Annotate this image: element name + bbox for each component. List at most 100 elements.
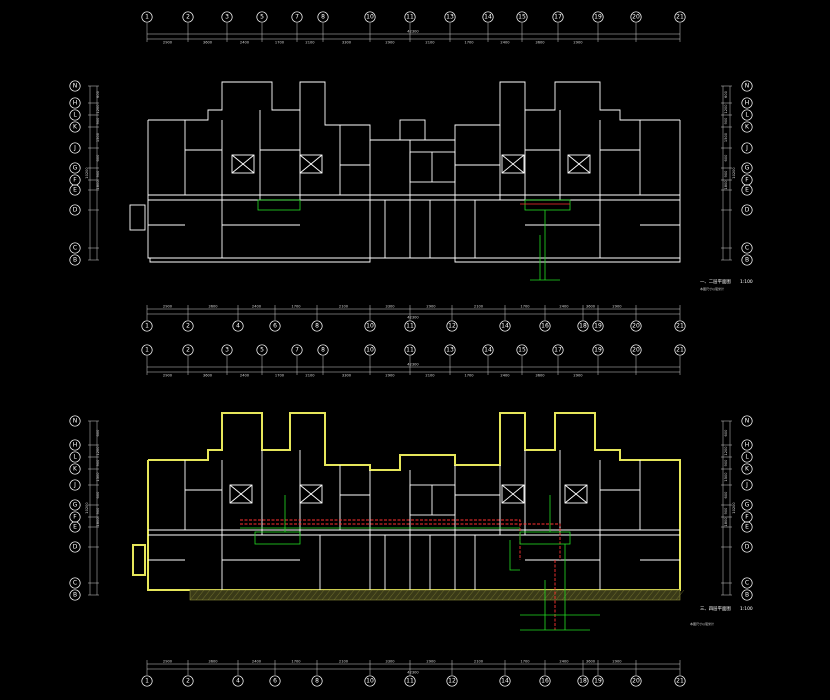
p2-axis-right-bubble-J: J	[741, 479, 753, 491]
p1-dim-side-text: 1500	[96, 132, 100, 142]
p1-axis-top-bubble-21: 21	[674, 11, 686, 23]
p2-axis-bottom-bubble-label: 19	[594, 678, 602, 685]
p2-axis-bottom-bubble-11: 11	[404, 675, 416, 687]
p1-axis-bottom-bubble-19: 19	[592, 320, 604, 332]
p2-axis-left-bubble-J: J	[69, 479, 81, 491]
p1-axis-bottom-bubble-label: 16	[541, 323, 549, 330]
p1-axis-left-bubble-label: J	[73, 145, 76, 152]
p2-axis-right-bubble-B: B	[741, 589, 753, 601]
p1-axis-left-bubble-E: E	[69, 184, 81, 196]
p1-axis-top-bubble-3: 3	[221, 11, 233, 23]
p1-axis-bottom-bubble-10: 10	[364, 320, 376, 332]
p2-axis-bottom-bubble-label: 14	[501, 678, 509, 685]
p1-axis-left-bubble-label: C	[73, 245, 77, 252]
p2-axis-bottom-bubble-label: 21	[676, 678, 684, 685]
p2-axis-right-bubble-label: N	[745, 418, 750, 425]
p1-axis-top-bubble-15: 15	[516, 11, 528, 23]
p1-axis-bottom-bubble-label: 2	[186, 323, 190, 330]
p1-axis-bottom-bubble-label: 21	[676, 323, 684, 330]
walls-plan2	[148, 450, 680, 590]
p2-axis-left-bubble-label: J	[73, 482, 76, 489]
p1-axis-bottom-bubble-label: 1	[145, 323, 149, 330]
p2-dim-bottom-text: 3600	[586, 660, 596, 664]
p2-dim-side-text-right: 600	[724, 429, 728, 437]
p1-axis-top-bubble-label: 20	[632, 14, 640, 21]
p1-dim-side-text-right: 600	[724, 90, 728, 98]
p2-axis-right-bubble-K: K	[741, 463, 753, 475]
p1-dim-side-text-right: 600	[724, 154, 728, 162]
p1-axis-left-bubble-C: C	[69, 242, 81, 254]
p2-axis-right-bubble-label: B	[745, 592, 749, 599]
hatch-lines-plan2	[189, 589, 685, 601]
green-pipe-plan1	[257, 199, 571, 281]
p2-dim-bottom-text: 2400	[252, 660, 262, 664]
p1-dim-bottom-text: 2900	[612, 305, 622, 309]
p2-axis-top-bubble-label: 13	[446, 347, 454, 354]
p1-axis-left-bubble-F: F	[69, 174, 81, 186]
p1-dim-top-text: 3300	[342, 41, 352, 45]
p2-axis-right-bubble-label: L	[745, 454, 749, 461]
p2-axis-bottom-bubble-label: 8	[315, 678, 319, 685]
highlight-walls-plan2	[132, 412, 681, 591]
p1-axis-left-bubble-K: K	[69, 121, 81, 133]
p2-axis-bottom-bubble-8: 8	[311, 675, 323, 687]
p1-dim-side-text: 900	[96, 117, 100, 125]
p1-axis-bottom-bubble-12: 12	[446, 320, 458, 332]
p1-dim-top-text: 2100	[425, 41, 435, 45]
p2-axis-right-bubble-C: C	[741, 577, 753, 589]
p1-dim-bottom-text: 2400	[559, 305, 569, 309]
p1-axis-left-bubble-label: K	[73, 124, 78, 131]
p2-axis-top-bubble-label: 19	[594, 347, 602, 354]
p1-axis-right-bubble-F: F	[741, 174, 753, 186]
p1-dim-top-text: 2100	[305, 41, 315, 45]
p2-axis-top-bubble-label: 10	[366, 347, 374, 354]
p2-axis-left-bubble-N: N	[69, 415, 81, 427]
p2-axis-bottom-bubble-12: 12	[446, 675, 458, 687]
p1-axis-bottom-bubble-4: 4	[232, 320, 244, 332]
p1-axis-bottom-bubble-2: 2	[182, 320, 194, 332]
p1-axis-top-bubble-label: 3	[225, 14, 229, 21]
p2-dim-bottom-text: 2900	[426, 660, 436, 664]
p1-dim-top-text: 2400	[500, 41, 510, 45]
p2-axis-top-bubble-label: 21	[676, 347, 684, 354]
p1-dim-side-text: 1200	[96, 104, 100, 114]
p2-axis-top-bubble-13: 13	[444, 344, 456, 356]
p2-axis-top-bubble-label: 3	[225, 347, 229, 354]
p2-axis-top-bubble-label: 5	[260, 347, 264, 354]
p1-axis-bottom-bubble-16: 16	[539, 320, 551, 332]
p2-axis-bottom-bubble-6: 6	[269, 675, 281, 687]
p1-dim-side-text-right: 900	[724, 170, 728, 178]
p1-dim-overall-bottom: 42300	[407, 316, 419, 320]
p2-axis-top-bubble-8: 8	[317, 344, 329, 356]
p2-axis-bottom-bubble-label: 6	[273, 678, 277, 685]
p2-axis-top-bubble-label: 8	[321, 347, 325, 354]
p2-dim-top-text: 2100	[305, 374, 315, 378]
p2-axis-left-bubble-G: G	[69, 499, 81, 511]
p1-axis-right-bubble-label: D	[745, 207, 750, 214]
p2-axis-bottom-bubble-label: 16	[541, 678, 549, 685]
p2-dim-top-text: 2400	[240, 374, 250, 378]
p2-dim-overall-top: 42300	[407, 363, 419, 367]
p2-axis-bottom-bubble-14: 14	[499, 675, 511, 687]
p1-dim-side-text-right: 1500	[724, 132, 728, 142]
p1-axis-bottom-bubble-20: 20	[630, 320, 642, 332]
p1-axis-right-bubble-label: G	[745, 165, 750, 172]
p2-dim-side-text: 900	[96, 459, 100, 467]
p1-dim-top-text: 2900	[163, 41, 173, 45]
p2-dim-side-text: 600	[96, 491, 100, 499]
p1-axis-right-bubble-L: L	[741, 109, 753, 121]
p1-dim-top-text: 3600	[203, 41, 213, 45]
p2-dim-bottom-text: 3300	[385, 660, 395, 664]
p1-dim-side-text-right: 1200	[724, 104, 728, 114]
p1-axis-bottom-bubble-6: 6	[269, 320, 281, 332]
p1-axis-right-bubble-B: B	[741, 254, 753, 266]
p1-dim-top-text: 2400	[240, 41, 250, 45]
p1-axis-bottom-bubble-label: 14	[501, 323, 509, 330]
p2-dim-top-text: 1700	[275, 374, 285, 378]
p1-dim-bottom-text: 1700	[291, 305, 301, 309]
p2-dim-side-text: 600	[96, 429, 100, 437]
p2-axis-bottom-bubble-18: 18	[577, 675, 589, 687]
